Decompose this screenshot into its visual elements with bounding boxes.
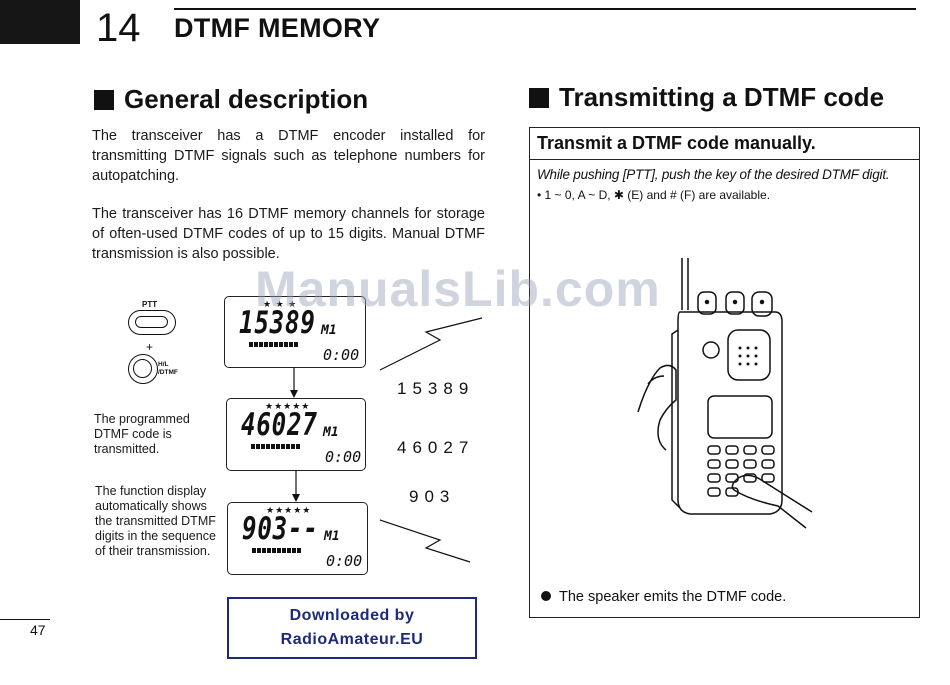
ptt-key-icon [128, 310, 176, 335]
plus-sign: + [146, 340, 154, 354]
bullet-icon [541, 591, 551, 601]
lcd-signal-bar [249, 342, 299, 347]
transmit-instruction: While pushing [PTT], push the key of the… [537, 167, 890, 182]
radioamateur-link[interactable]: RadioAmateur.EU [280, 631, 424, 648]
arrow-head-2-icon [292, 494, 300, 502]
lcd-display-2: ★★★★★ 46027 M1 0:00 [226, 398, 366, 471]
chapter-number: 14 [96, 6, 141, 50]
chapter-title: DTMF MEMORY [174, 13, 381, 43]
transmit-manual-box: Transmit a DTMF code manually. While pus… [529, 127, 920, 618]
general-heading-text: General description [124, 84, 369, 114]
lcd-digits: 15389 [239, 305, 316, 341]
note-function-display: The function display automatically shows… [95, 484, 216, 558]
transmitting-heading: Transmitting a DTMF code [529, 82, 884, 112]
downloaded-by-box: Downloaded by RadioAmateur.EU [227, 597, 477, 659]
hl-label-line1: H/L [158, 361, 169, 368]
arrow-head-1-icon [290, 390, 298, 398]
dtmf-code-1: 15389 [397, 379, 475, 398]
lcd-digits: 46027 [241, 407, 318, 443]
lcd-signal-bar [251, 444, 301, 449]
dtmf-code-3: 903 [409, 487, 456, 506]
chapter-rule [174, 8, 916, 10]
lcd-stars: ★★★★★ [266, 505, 312, 515]
speaker-note-text: The speaker emits the DTMF code. [559, 589, 787, 605]
handheld-radio-icon [637, 258, 813, 529]
general-paragraph-2: The transceiver has 16 DTMF memory chann… [92, 206, 485, 262]
hl-dtmf-key-label: H/L /DTMF [158, 361, 178, 377]
lcd-timer: 0:00 [326, 552, 363, 570]
heading-square-icon [94, 90, 114, 110]
general-paragraph-1: The transceiver has a DTMF encoder insta… [92, 128, 485, 184]
lcd-memory-channel: M1 [324, 529, 340, 544]
page-number: 47 [30, 622, 46, 638]
dtmf-code-2: 46027 [397, 438, 475, 457]
lcd-signal-bar [252, 548, 302, 553]
manualslib-watermark: ManualsLib.com [255, 261, 661, 317]
lcd-display-3: ★★★★★ 903-- M1 0:00 [227, 502, 368, 575]
lcd-memory-channel: M1 [321, 323, 337, 338]
lcd-stars: ★★★★★ [265, 401, 311, 411]
note-code-transmitted: The programmed DTMF code is transmitted. [94, 412, 190, 456]
chapter-tab [0, 0, 80, 44]
hl-dtmf-key-icon [128, 354, 158, 384]
transmit-box-title: Transmit a DTMF code manually. [537, 133, 816, 153]
transmitting-heading-text: Transmitting a DTMF code [559, 82, 885, 112]
transmit-keys-note: • 1 ~ 0, A ~ D, ✱ (E) and # (F) are avai… [537, 188, 771, 202]
speaker-note: The speaker emits the DTMF code. [541, 589, 786, 605]
lcd-memory-channel: M1 [323, 425, 339, 440]
transmit-box-title-bar: Transmit a DTMF code manually. [530, 128, 919, 160]
hl-label-line2: /DTMF [158, 369, 178, 376]
lcd-display-1: ★ ★ ★ 15389 M1 0:00 [224, 296, 366, 368]
lcd-digits: 903-- [242, 511, 319, 547]
downloaded-by-text: Downloaded by [289, 607, 415, 624]
lcd-timer: 0:00 [325, 448, 362, 466]
lcd-timer: 0:00 [323, 346, 360, 364]
heading-square-icon [529, 88, 549, 108]
page-number-rule [0, 619, 50, 620]
signal-zigzag-2-icon [379, 519, 471, 563]
lcd-stars: ★ ★ ★ [263, 299, 298, 309]
general-description-heading: General description [94, 84, 368, 114]
signal-zigzag-1-icon [379, 317, 483, 371]
ptt-key-label: PTT [142, 300, 158, 309]
